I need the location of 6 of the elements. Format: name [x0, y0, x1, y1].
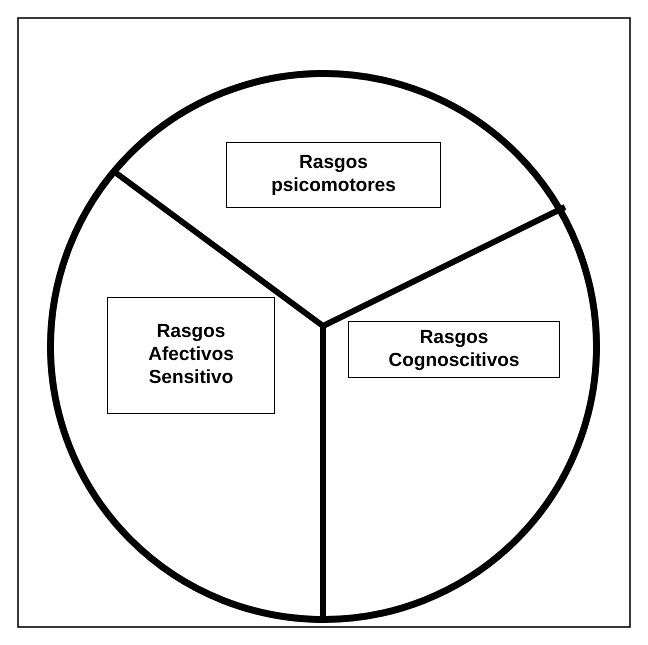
label-box [226, 142, 441, 208]
label-box [107, 297, 275, 414]
box-label: Rasgos psicomotores [270, 152, 397, 198]
label-box [348, 321, 560, 378]
box-label: Rasgos Cognoscitivos [388, 326, 520, 372]
box-label: Rasgos Afectivos Sensitivo [147, 321, 235, 390]
